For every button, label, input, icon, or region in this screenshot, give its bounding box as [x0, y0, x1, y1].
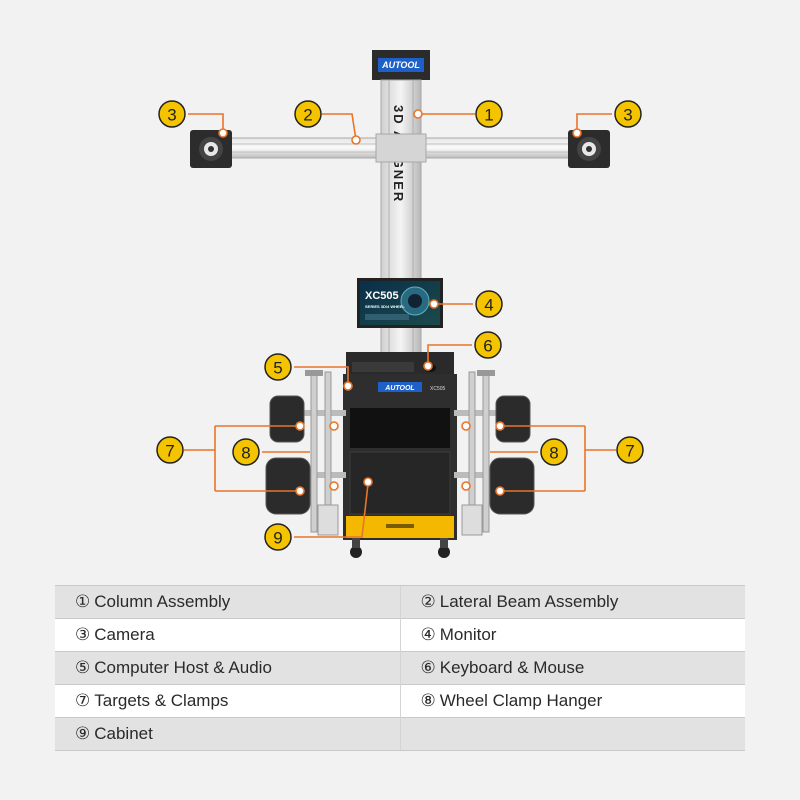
column-cap: AUTOOL [372, 50, 430, 80]
callout-4-number: 4 [484, 296, 493, 315]
callout-8-right-number: 8 [549, 444, 558, 463]
callout-9: 9 [264, 523, 292, 551]
right-target-assembly [454, 370, 535, 536]
legend-label: Computer Host & Audio [94, 658, 272, 677]
legend-number: ⑨ [75, 724, 91, 743]
callout-6-number: 6 [483, 337, 492, 356]
monitor-model: XC505 [365, 290, 399, 302]
callout-2-number: 2 [303, 106, 312, 125]
legend-number: ⑦ [75, 691, 91, 710]
legend-label: Camera [94, 625, 155, 644]
callout-7-right-number: 7 [625, 442, 634, 461]
callout-6: 6 [474, 331, 502, 359]
callout-3-left: 3 [158, 100, 186, 128]
legend-label: Wheel Clamp Hanger [439, 691, 603, 710]
callout-9-number: 9 [273, 529, 282, 548]
cabinet: AUTOOL XC505 [343, 352, 457, 558]
camera-left [190, 130, 232, 168]
callout-3-left-number: 3 [167, 106, 176, 125]
callout-2: 2 [294, 100, 322, 128]
callout-4: 4 [475, 290, 503, 318]
callout-8-right: 8 [540, 438, 568, 466]
legend-number: ② [420, 592, 436, 611]
legend-number: ④ [420, 625, 436, 644]
aligner-diagram: AUTOOL 3D ALIGNER XC505 SERIES 3D/4 WHEE… [156, 50, 644, 558]
monitor-subtitle: SERIES 3D/4 WHEEL [365, 304, 405, 309]
callout-8-left: 8 [232, 438, 260, 466]
legend-item-empty [399, 717, 745, 751]
callout-7-left: 7 [156, 436, 184, 464]
lateral-beam-assembly [227, 133, 573, 163]
legend-label: Keyboard & Mouse [439, 658, 585, 677]
brand-logo-top: AUTOOL [381, 60, 420, 70]
callout-7-left-number: 7 [165, 442, 174, 461]
callout-1: 1 [475, 100, 503, 128]
camera-right [568, 130, 610, 168]
legend-label: Targets & Clamps [94, 691, 229, 710]
callout-7-right: 7 [616, 436, 644, 464]
legend-label: Lateral Beam Assembly [439, 592, 619, 611]
callout-3-right-number: 3 [623, 106, 632, 125]
left-target-assembly [265, 370, 346, 536]
legend-number: ③ [75, 625, 91, 644]
callout-1-number: 1 [484, 106, 493, 125]
monitor: XC505 SERIES 3D/4 WHEEL [357, 278, 443, 328]
leader-lines [184, 113, 616, 538]
callout-5-number: 5 [273, 359, 282, 378]
legend-number: ⑤ [75, 658, 91, 677]
legend-number: ⑥ [420, 658, 436, 677]
cabinet-brand: AUTOOL [384, 385, 414, 392]
legend-label: Monitor [439, 625, 497, 644]
legend-number: ① [75, 592, 91, 611]
callout-3-right: 3 [614, 100, 642, 128]
leader-dots [218, 109, 582, 496]
legend-label: Cabinet [94, 724, 153, 743]
cabinet-model: XC505 [430, 386, 446, 392]
callout-5: 5 [264, 353, 292, 381]
callout-8-left-number: 8 [241, 444, 250, 463]
legend-label: Column Assembly [94, 592, 231, 611]
legend-number: ⑧ [420, 691, 436, 710]
